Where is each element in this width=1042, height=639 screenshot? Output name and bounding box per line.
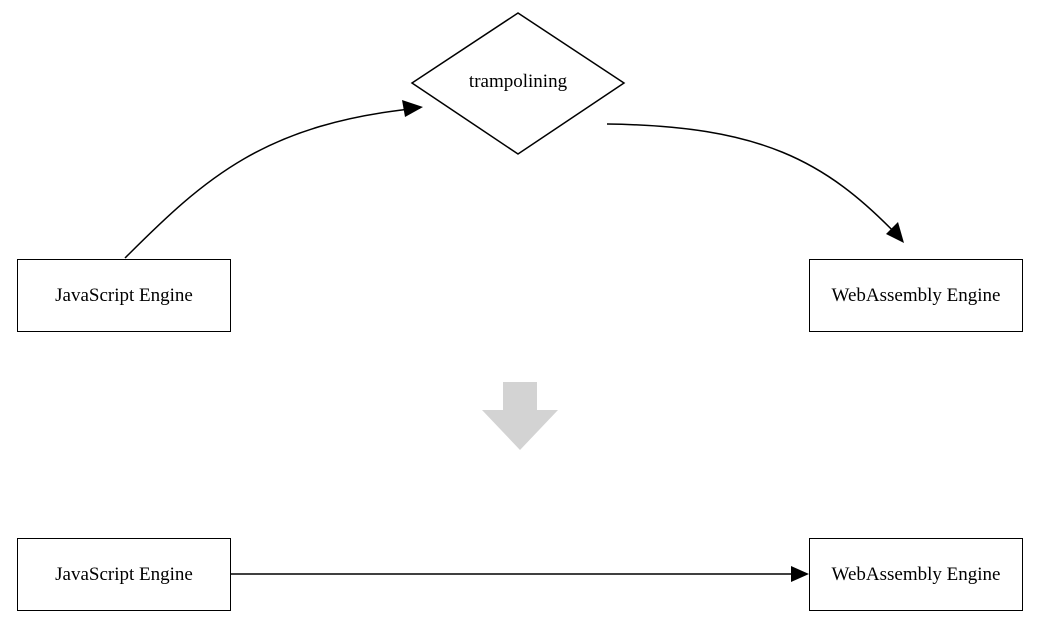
- trampolining-label: trampolining: [468, 71, 568, 92]
- transition-down-arrow: [482, 382, 558, 450]
- edge-js-to-trampolining-arrowhead: [402, 100, 423, 117]
- bottom-webassembly-engine-node: WebAssembly Engine: [809, 538, 1023, 611]
- edge-trampolining-to-wasm: [606, 123, 899, 237]
- trampolining-diamond: [410, 12, 626, 155]
- edge-js-to-trampolining: [124, 107, 421, 259]
- top-javascript-engine-node: JavaScript Engine: [17, 259, 231, 332]
- edge-js-to-wasm-direct-arrowhead: [791, 566, 809, 582]
- top-webassembly-engine-label: WebAssembly Engine: [831, 284, 1001, 306]
- bottom-webassembly-engine-label: WebAssembly Engine: [831, 563, 1001, 585]
- bottom-javascript-engine-label: JavaScript Engine: [55, 563, 193, 585]
- bottom-javascript-engine-node: JavaScript Engine: [17, 538, 231, 611]
- top-webassembly-engine-node: WebAssembly Engine: [809, 259, 1023, 332]
- edge-trampolining-to-wasm-arrowhead: [886, 222, 904, 243]
- top-javascript-engine-label: JavaScript Engine: [55, 284, 193, 306]
